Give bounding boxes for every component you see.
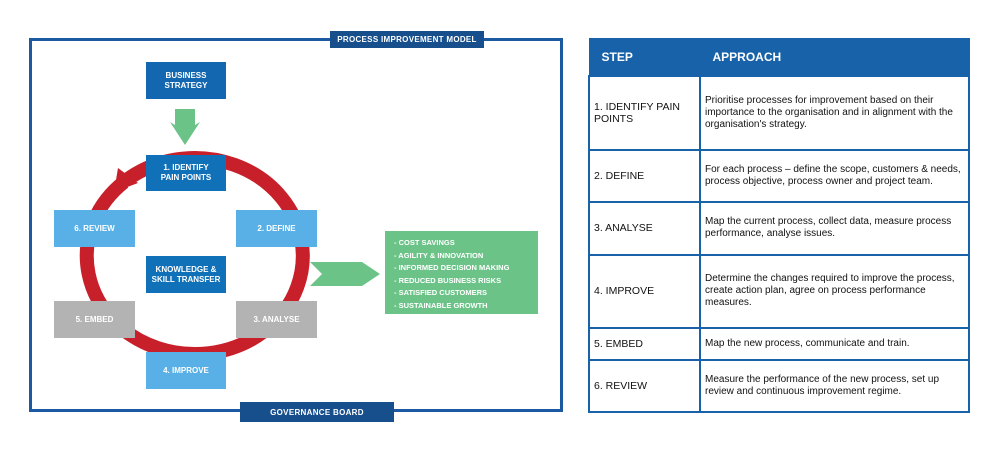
- approach-cell: Prioritise processes for improvement bas…: [699, 75, 970, 151]
- table-row: 6. REVIEW Measure the performance of the…: [588, 358, 970, 413]
- cycle-step-analyse: 3. ANALYSE: [236, 301, 317, 338]
- table-row: 1. IDENTIFY PAIN POINTS Prioritise proce…: [588, 75, 970, 151]
- knowledge-transfer-box: KNOWLEDGE & SKILL TRANSFER: [146, 256, 226, 293]
- table-row: 4. IMPROVE Determine the changes require…: [588, 253, 970, 329]
- model-title: PROCESS IMPROVEMENT MODEL: [330, 31, 484, 48]
- table-row: 5. EMBED Map the new process, communicat…: [588, 327, 970, 361]
- business-strategy-box: BUSINESS STRATEGY: [146, 62, 226, 99]
- cycle-step-review: 6. REVIEW: [54, 210, 135, 247]
- outcome-item: - SUSTAINABLE GROWTH: [394, 300, 488, 310]
- approach-cell: For each process – define the scope, cus…: [699, 148, 970, 203]
- outcome-item: - SATISFIED CUSTOMERS: [394, 288, 488, 297]
- table-row: 2. DEFINE For each process – define the …: [588, 148, 970, 203]
- step-cell: 3. ANALYSE: [588, 201, 701, 256]
- outcomes-right-arrow: [310, 262, 380, 286]
- approach-cell: Map the new process, communicate and tra…: [699, 327, 970, 361]
- approach-cell: Map the current process, collect data, m…: [699, 201, 970, 256]
- step-cell: 2. DEFINE: [588, 148, 701, 203]
- cycle-step-improve: 4. IMPROVE: [146, 352, 226, 389]
- cycle-step-embed: 5. EMBED: [54, 301, 135, 338]
- steps-table: STEP APPROACH 1. IDENTIFY PAIN POINTS Pr…: [588, 38, 970, 413]
- strategy-down-arrow: [170, 109, 200, 145]
- outcome-item: - AGILITY & INNOVATION: [394, 250, 484, 260]
- cycle-step-identify: 1. IDENTIFY PAIN POINTS: [146, 155, 226, 191]
- governance-board-label: GOVERNANCE BOARD: [240, 402, 394, 422]
- outcome-item: - COST SAVINGS: [394, 238, 455, 247]
- column-header-step: STEP: [588, 38, 701, 77]
- outcome-item: - INFORMED DECISION MAKING: [394, 263, 510, 272]
- step-cell: 6. REVIEW: [588, 358, 701, 413]
- step-cell: 4. IMPROVE: [588, 253, 701, 329]
- approach-cell: Measure the performance of the new proce…: [699, 358, 970, 413]
- outcomes-box: - COST SAVINGS - AGILITY & INNOVATION - …: [385, 231, 538, 314]
- approach-cell: Determine the changes required to improv…: [699, 253, 970, 329]
- cycle-arrowhead: [114, 168, 138, 192]
- outcome-item: - REDUCED BUSINESS RISKS: [394, 275, 502, 285]
- cycle-step-define: 2. DEFINE: [236, 210, 317, 247]
- table-row: 3. ANALYSE Map the current process, coll…: [588, 201, 970, 256]
- step-cell: 1. IDENTIFY PAIN POINTS: [588, 75, 701, 151]
- step-cell: 5. EMBED: [588, 327, 701, 361]
- column-header-approach: APPROACH: [699, 38, 970, 77]
- table-header-row: STEP APPROACH: [588, 38, 970, 77]
